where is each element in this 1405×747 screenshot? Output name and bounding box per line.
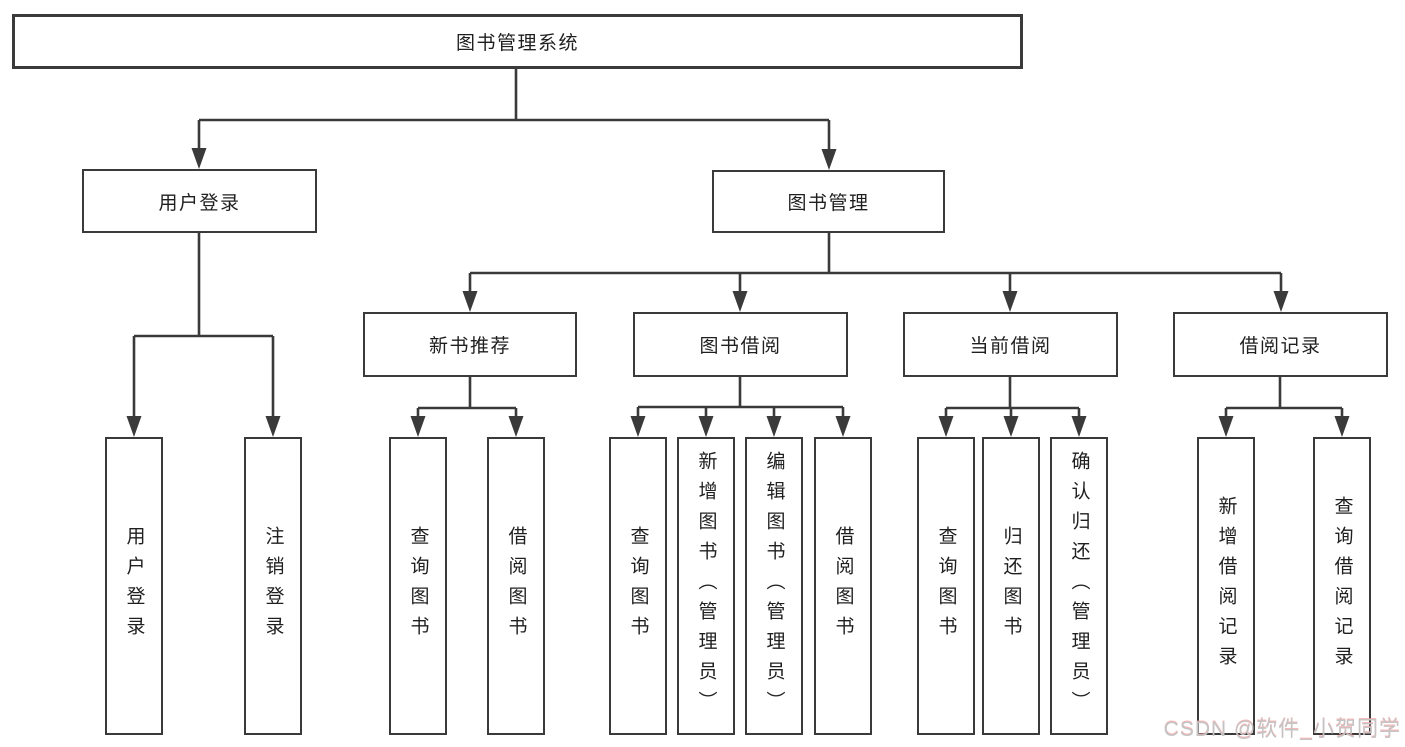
leaf-borrow-query-book: 查询图书: [609, 437, 667, 735]
node-borrow-record: 借阅记录: [1173, 312, 1388, 377]
node-new-book-recommend-label: 新书推荐: [428, 336, 511, 357]
arrowhead-icon: [732, 291, 748, 312]
leaf-newbook-borrow-book-label: 借阅图书: [505, 526, 527, 646]
arrowhead-icon: [766, 416, 782, 437]
arrowhead-icon: [508, 416, 524, 437]
connector-lines: [132, 69, 1344, 421]
node-book-manage: 图书管理: [712, 170, 945, 233]
arrowhead-icon: [191, 148, 207, 169]
leaf-borrow-edit-book-admin-label: 编辑图书（管理员）: [763, 451, 785, 721]
arrowhead-icon: [821, 149, 837, 170]
node-book-borrow: 图书借阅: [633, 312, 848, 377]
leaf-borrow-borrow-book: 借阅图书: [814, 437, 872, 735]
arrowhead-icon: [1003, 416, 1019, 437]
leaf-borrow-borrow-book-label: 借阅图书: [832, 526, 854, 646]
leaf-current-return-book-label: 归还图书: [1000, 526, 1022, 646]
leaf-record-query-borrow-record: 查询借阅记录: [1313, 437, 1371, 735]
arrowhead-icon: [698, 416, 714, 437]
node-new-book-recommend: 新书推荐: [363, 312, 577, 377]
leaf-user-login: 用户登录: [105, 437, 163, 735]
arrowhead-icon: [1002, 291, 1018, 312]
node-current-borrow-label: 当前借阅: [969, 336, 1052, 357]
leaf-current-return-book: 归还图书: [982, 437, 1040, 735]
leaf-logout-label: 注销登录: [262, 526, 284, 646]
arrowhead-icon: [126, 416, 142, 437]
node-current-borrow: 当前借阅: [903, 312, 1118, 377]
arrowhead-icon: [938, 416, 954, 437]
arrowhead-icon: [1334, 416, 1350, 437]
leaf-borrow-add-book-admin: 新增图书（管理员）: [677, 437, 735, 735]
leaf-user-login-label: 用户登录: [123, 526, 145, 646]
arrowhead-icon: [835, 416, 851, 437]
arrowhead-icon: [1071, 416, 1087, 437]
node-borrow-record-label: 借阅记录: [1239, 336, 1322, 357]
node-root-label: 图书管理系统: [455, 33, 579, 54]
leaf-newbook-query-book-label: 查询图书: [407, 526, 429, 646]
leaf-borrow-query-book-label: 查询图书: [627, 526, 649, 646]
leaf-newbook-borrow-book: 借阅图书: [487, 437, 545, 735]
arrowhead-icon: [410, 416, 426, 437]
node-user-login: 用户登录: [82, 169, 317, 233]
leaf-newbook-query-book: 查询图书: [389, 437, 447, 735]
leaf-current-query-book: 查询图书: [917, 437, 975, 735]
leaf-borrow-add-book-admin-label: 新增图书（管理员）: [695, 451, 717, 721]
node-user-login-label: 用户登录: [158, 192, 241, 214]
arrowhead-icon: [265, 416, 281, 437]
node-book-borrow-label: 图书借阅: [699, 336, 782, 357]
leaf-current-confirm-return-admin-label: 确认归还（管理员）: [1068, 451, 1090, 721]
leaf-current-confirm-return-admin: 确认归还（管理员）: [1050, 437, 1108, 735]
leaf-record-query-borrow-record-label: 查询借阅记录: [1331, 496, 1353, 676]
node-book-manage-label: 图书管理: [787, 193, 870, 214]
arrowhead-icon: [1273, 291, 1289, 312]
leaf-borrow-edit-book-admin: 编辑图书（管理员）: [745, 437, 803, 735]
leaf-logout: 注销登录: [244, 437, 302, 735]
leaf-record-add-borrow-record-label: 新增借阅记录: [1215, 496, 1237, 676]
leaf-current-query-book-label: 查询图书: [935, 526, 957, 646]
arrowhead-icon: [1218, 416, 1234, 437]
node-root: 图书管理系统: [12, 14, 1023, 69]
arrowhead-icon: [462, 291, 478, 312]
arrowhead-icon: [630, 416, 646, 437]
leaf-record-add-borrow-record: 新增借阅记录: [1197, 437, 1255, 735]
